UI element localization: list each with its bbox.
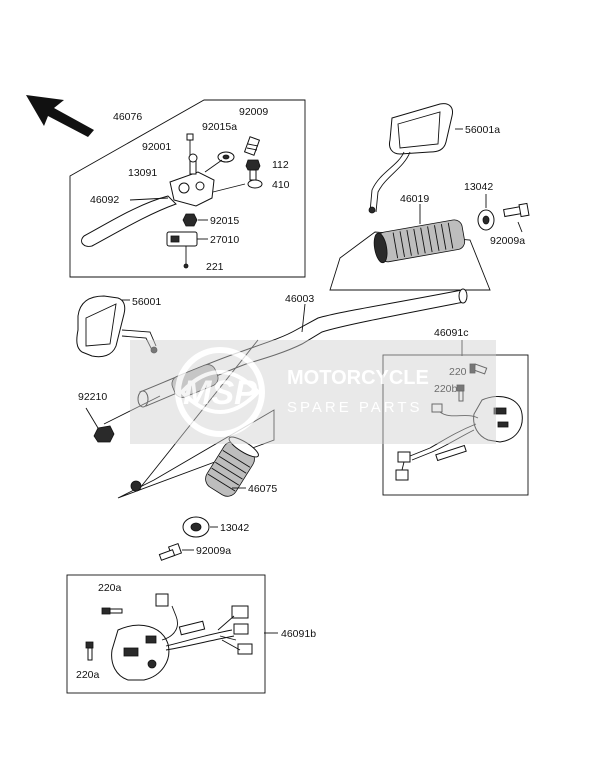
label-92009a-bottom: 92009a (196, 545, 231, 557)
watermark-line1: MOTORCYCLE (287, 367, 429, 389)
direction-arrow-icon (26, 95, 94, 137)
watermark: MSP MOTORCYCLE SPARE PARTS (130, 340, 496, 444)
label-46075: 46075 (248, 483, 277, 495)
screw-220a-top (101, 607, 123, 615)
label-56001: 56001 (132, 296, 161, 308)
bolt-92009a-bottom (158, 542, 183, 561)
watermark-logo: MSP (175, 347, 265, 437)
clutch-lever (81, 195, 177, 247)
label-220b: 220b (434, 383, 458, 395)
label-92015a: 92015a (202, 121, 237, 133)
label-221: 221 (206, 261, 224, 273)
watermark-logo-text: MSP (183, 374, 257, 412)
screw-220 (469, 363, 488, 375)
label-220: 220 (449, 366, 467, 378)
switch-46091b-frame (66, 574, 266, 694)
label-13042-bottom: 13042 (220, 522, 249, 534)
label-92009a-top: 92009a (490, 235, 525, 247)
switch-46091c-frame (382, 354, 529, 496)
bar-end-weight-top (477, 209, 495, 231)
lever-holder (169, 153, 215, 207)
label-220a-top: 220a (98, 582, 122, 594)
spacer-92210 (93, 425, 115, 443)
lever-assembly-group (69, 99, 306, 278)
bolt-92009a-top (503, 202, 530, 218)
label-92015: 92015 (210, 215, 239, 227)
bar-end-weight-bottom (182, 516, 210, 538)
bolt-92009 (243, 136, 261, 156)
label-92001: 92001 (142, 141, 171, 153)
label-410: 410 (272, 179, 290, 191)
screw-220a-bottom (85, 641, 94, 661)
label-46092: 46092 (90, 194, 119, 206)
label-92009: 92009 (239, 106, 268, 118)
washer-410 (247, 179, 263, 189)
bolt-92001 (186, 133, 194, 156)
label-13091: 13091 (128, 167, 157, 179)
screw-220b (456, 384, 465, 402)
label-56001a: 56001a (465, 124, 500, 136)
lever-assembly-frame (69, 99, 306, 278)
mirror-56001 (76, 295, 158, 358)
label-220a-bottom: 220a (76, 669, 100, 681)
label-27010: 27010 (210, 234, 239, 246)
bolt-112 (245, 159, 261, 181)
lever-switch (166, 231, 198, 269)
switch-46091b-group (66, 574, 266, 694)
label-92210: 92210 (78, 391, 107, 403)
label-46091c: 46091c (434, 327, 468, 339)
mirror-56001a (368, 103, 453, 214)
switch-46091c-group (382, 354, 529, 496)
label-46091b: 46091b (281, 628, 316, 640)
label-46019: 46019 (400, 193, 429, 205)
label-46003: 46003 (285, 293, 314, 305)
nut-92015 (182, 213, 198, 227)
grip-46019 (329, 219, 491, 291)
grip-46075 (130, 436, 259, 497)
label-112: 112 (272, 159, 289, 171)
label-13042-top: 13042 (464, 181, 493, 193)
label-46076: 46076 (113, 111, 142, 123)
watermark-line2: SPARE PARTS (287, 399, 423, 416)
